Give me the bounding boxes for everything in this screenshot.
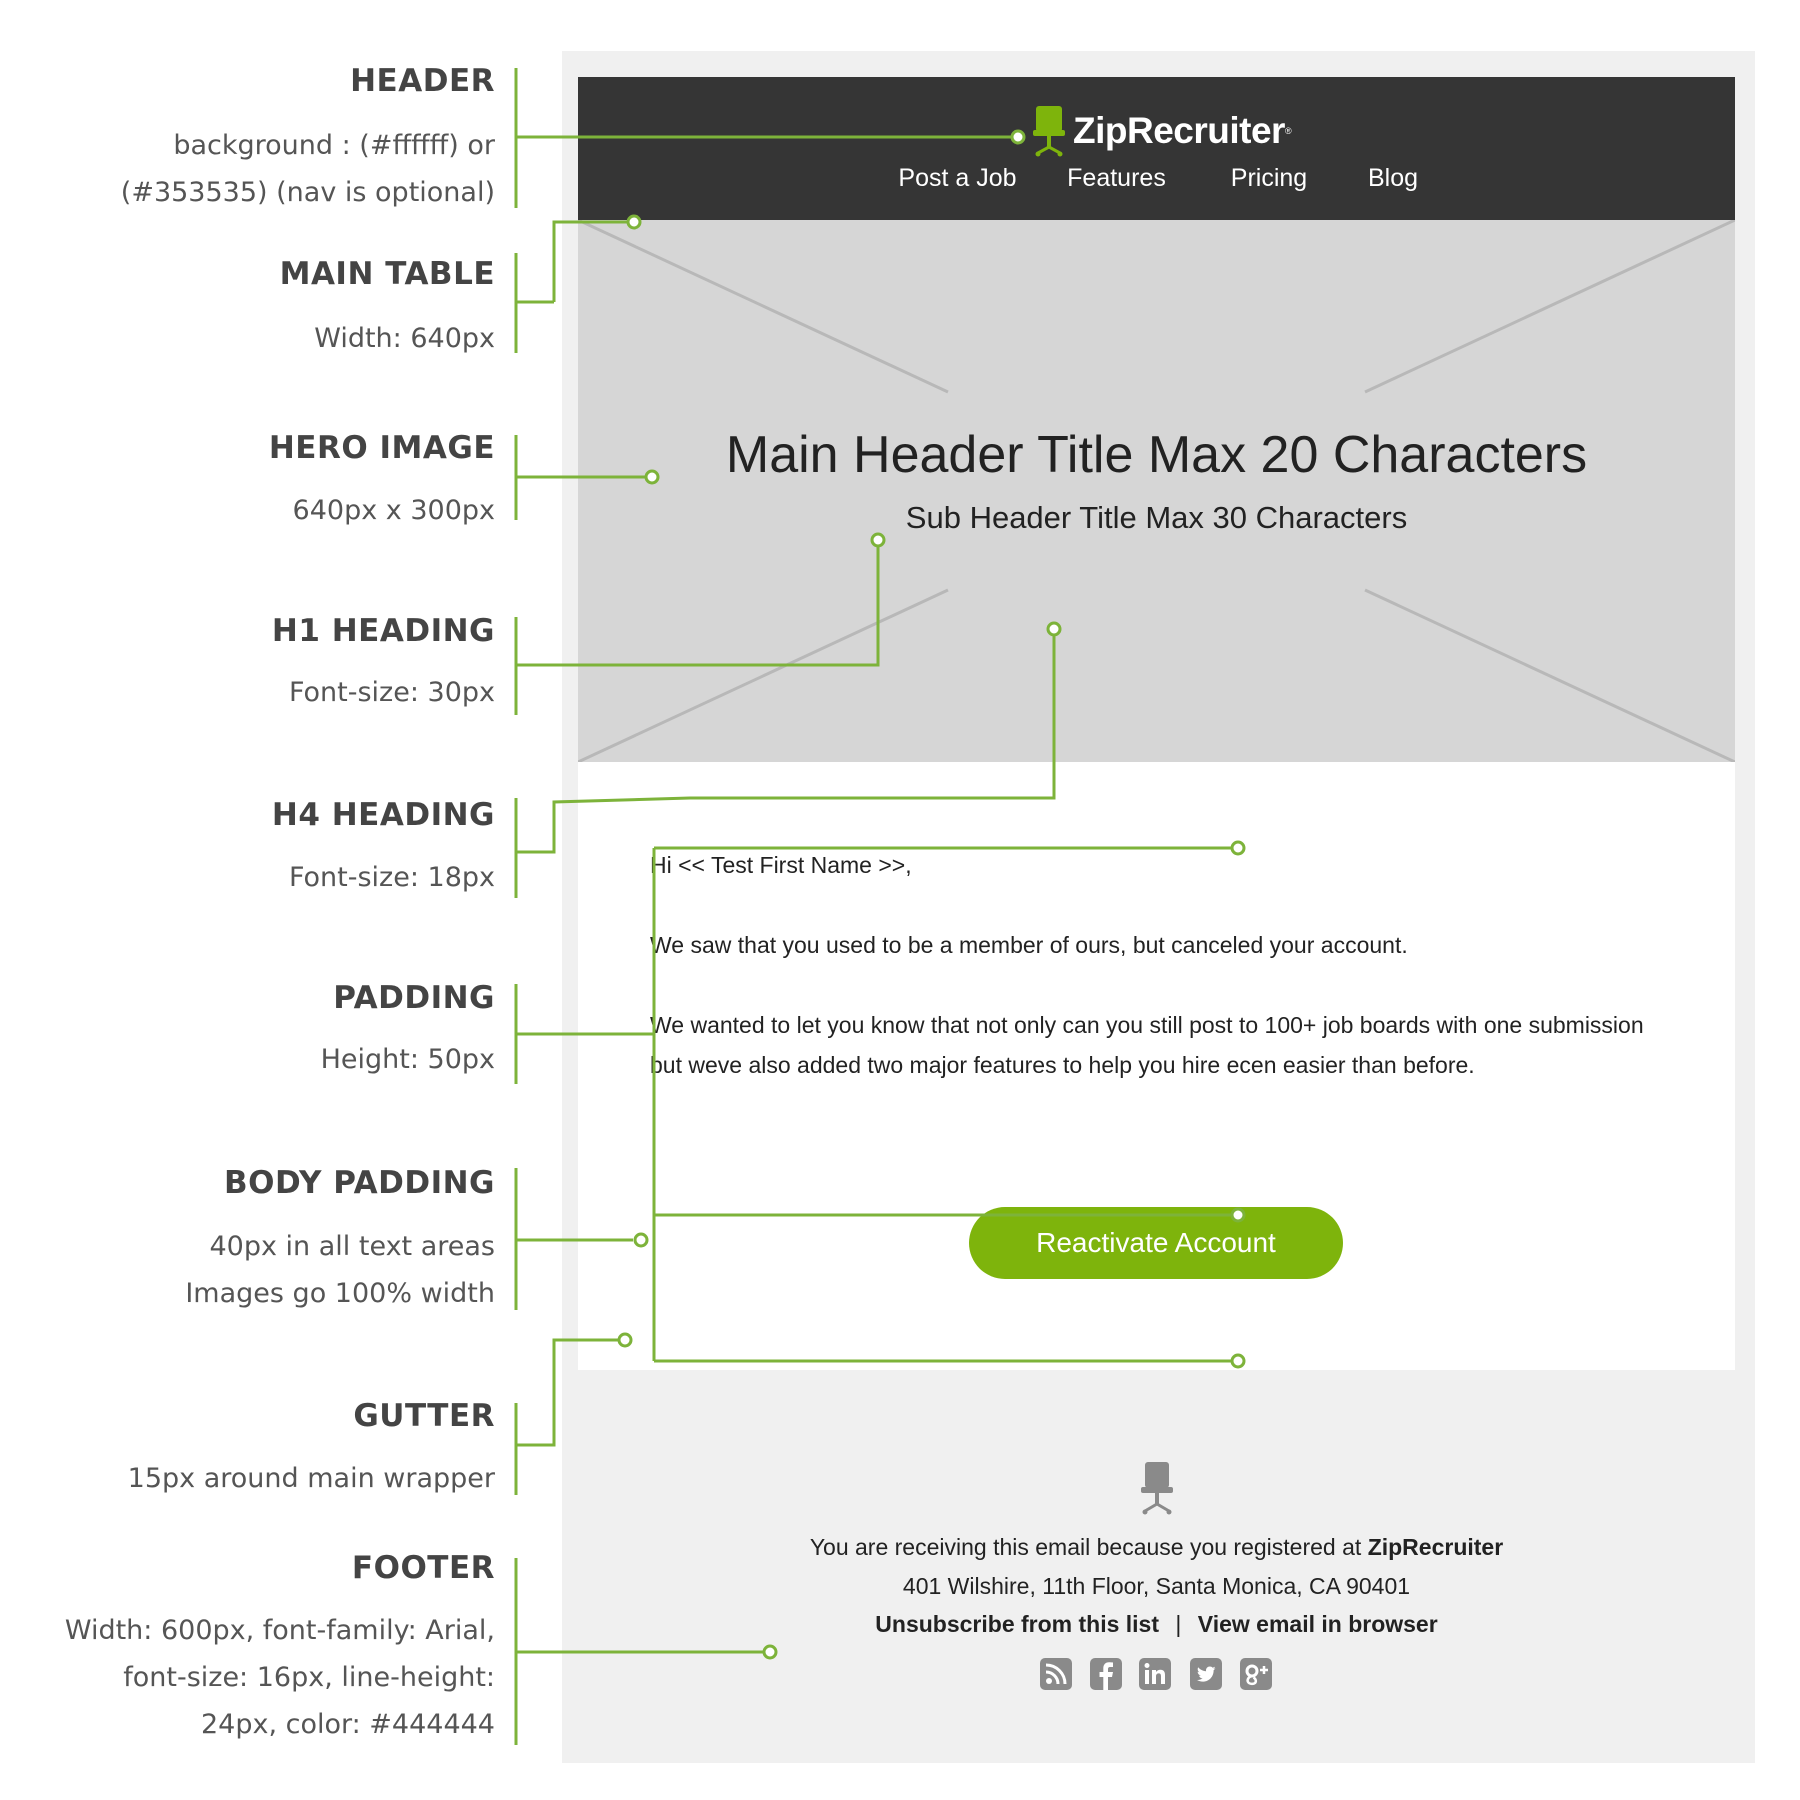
body-greeting: Hi << Test First Name >>, — [650, 852, 912, 878]
hero-image-placeholder — [578, 220, 1735, 762]
annotation-title: FOOTER — [351, 1550, 495, 1586]
linkedin-icon[interactable] — [1139, 1658, 1171, 1690]
hero-h1-heading: Main Header Title Max 20 Characters — [725, 426, 1588, 484]
facebook-icon[interactable] — [1090, 1658, 1122, 1690]
twitter-icon[interactable] — [1190, 1658, 1222, 1690]
unsubscribe-link[interactable]: Unsubscribe from this list — [875, 1611, 1160, 1637]
nav-pricing[interactable]: Pricing — [1230, 164, 1308, 192]
annotation-desc: Images go 100% width — [185, 1278, 495, 1309]
rss-icon[interactable] — [1040, 1658, 1072, 1690]
annotation-title: H4 HEADING — [271, 797, 495, 833]
annotation-desc: Font-size: 18px — [288, 862, 495, 893]
annotation-desc: Height: 50px — [320, 1044, 495, 1075]
registered-mark: ® — [1284, 126, 1292, 136]
annotation-desc: background : (#ffffff) or — [173, 130, 495, 161]
logo-text: ZipRecruiter — [1073, 110, 1285, 151]
footer-registration-line: You are receiving this email because you… — [700, 1528, 1613, 1566]
footer-brand: ZipRecruiter — [1367, 1534, 1504, 1560]
annotation-desc: 40px in all text areas — [209, 1231, 495, 1262]
google-plus-icon[interactable] — [1240, 1658, 1272, 1690]
placeholder-cross — [578, 220, 1735, 762]
footer-link-separator: | — [1175, 1611, 1182, 1637]
annotation-desc: 640px x 300px — [292, 495, 495, 526]
reactivate-account-button[interactable]: Reactivate Account — [969, 1207, 1343, 1279]
footer-chair-icon — [1141, 1462, 1173, 1515]
footer-address: 401 Wilshire, 11th Floor, Santa Monica, … — [902, 1573, 1411, 1599]
chair-icon — [1033, 106, 1065, 157]
annotation-title: HERO IMAGE — [268, 430, 495, 466]
annotation-title: BODY PADDING — [224, 1165, 495, 1201]
annotation-title: GUTTER — [353, 1398, 495, 1434]
annotation-desc: (#353535) (nav is optional) — [120, 177, 495, 208]
ziprecruiter-logo[interactable]: ZipRecruiter ® — [1033, 104, 1292, 158]
nav-features[interactable]: Features — [1067, 164, 1166, 192]
annotation-desc: Width: 600px, font-family: Arial, — [64, 1615, 495, 1646]
hero-h4-subheading: Sub Header Title Max 30 Characters — [905, 500, 1408, 535]
annotation-desc: font-size: 16px, line-height: — [123, 1662, 495, 1693]
footer-registration-text: You are receiving this email because you… — [809, 1534, 1368, 1560]
annotation-desc: Width: 640px — [314, 323, 495, 354]
annotation-desc: 15px around main wrapper — [127, 1463, 495, 1494]
annotation-title: PADDING — [333, 980, 495, 1016]
annotation-title: MAIN TABLE — [279, 256, 495, 292]
nav-post-a-job[interactable]: Post a Job — [898, 164, 1017, 192]
body-paragraph-1: We saw that you used to be a member of o… — [650, 932, 1408, 958]
annotation-title: H1 HEADING — [271, 613, 495, 649]
annotation-desc: 24px, color: #444444 — [200, 1709, 495, 1740]
footer-links: Unsubscribe from this list | View email … — [700, 1605, 1613, 1643]
email-header — [578, 77, 1735, 220]
annotation-desc: Font-size: 30px — [288, 677, 495, 708]
view-in-browser-link[interactable]: View email in browser — [1197, 1611, 1438, 1637]
body-paragraph-2: We wanted to let you know that not only … — [650, 1012, 1644, 1078]
nav-blog[interactable]: Blog — [1367, 164, 1419, 192]
annotation-title: HEADER — [350, 63, 495, 99]
